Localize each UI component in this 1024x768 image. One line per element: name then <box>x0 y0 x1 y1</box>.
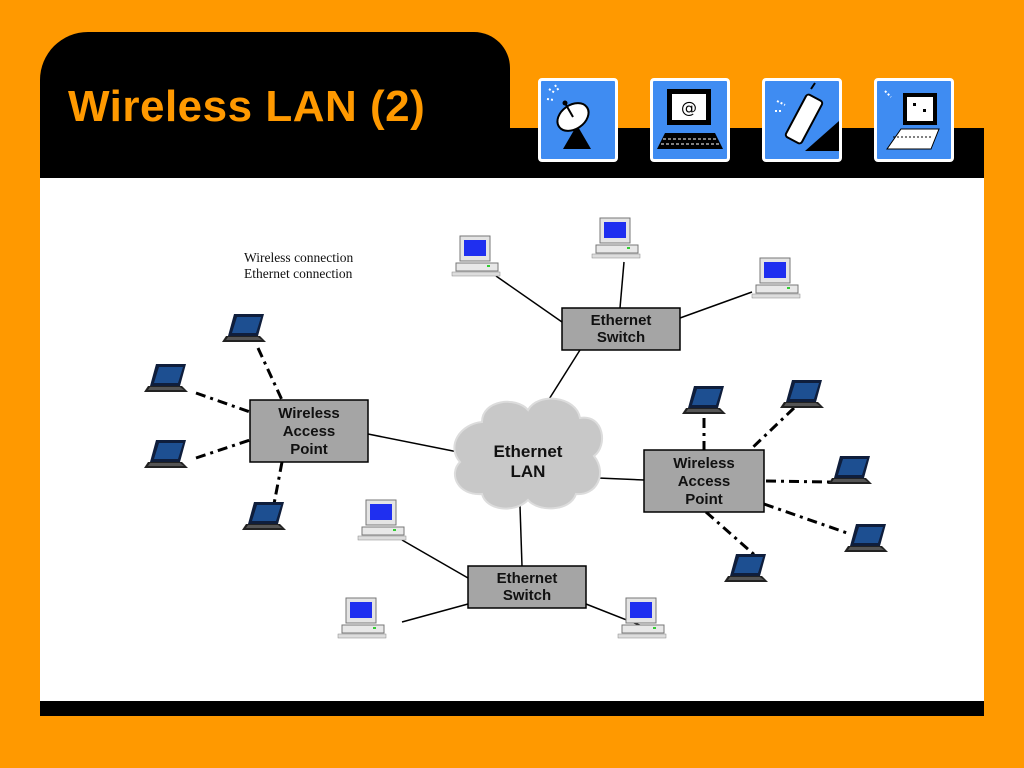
laptop-icon <box>780 380 824 408</box>
node-label: Ethernet <box>591 312 652 329</box>
node-switch-bottom: Ethernet Switch <box>467 565 587 609</box>
cloud-label-line-2: LAN <box>511 462 546 481</box>
satellite-dish-icon <box>538 78 618 162</box>
laptop-icon <box>844 524 888 552</box>
legend-wireless: Wireless connection <box>244 250 354 265</box>
desktop-computer-icon <box>337 597 387 639</box>
desktop-computer-icon <box>357 499 407 541</box>
laptop-icon <box>724 554 768 582</box>
mobile-phone-icon <box>762 78 842 162</box>
desktop-computer-icon <box>617 597 667 639</box>
node-label: Switch <box>503 587 551 604</box>
node-label: Ethernet <box>497 570 558 587</box>
laptop-icon <box>682 386 726 414</box>
laptop-icon <box>242 502 286 530</box>
slide-title: Wireless LAN (2) <box>68 82 426 131</box>
laptop-icon <box>828 456 872 484</box>
node-label: Point <box>685 491 723 508</box>
ethernet-lan-cloud: Ethernet LAN <box>453 397 603 510</box>
node-switch-top: Ethernet Switch <box>561 307 681 351</box>
svg-text:@: @ <box>681 98 697 117</box>
laptop-icon <box>144 440 188 468</box>
desktop-computer-icon <box>591 217 641 259</box>
node-label: Access <box>283 423 336 440</box>
node-label: Wireless <box>673 455 735 472</box>
desktop-computer-icon <box>451 235 501 277</box>
computer-email-icon: @ <box>650 78 730 162</box>
cloud-label-line-1: Ethernet <box>494 442 563 461</box>
node-ap-left: Wireless Access Point <box>249 399 369 463</box>
node-label: Point <box>290 441 328 458</box>
ethernet-connections <box>367 261 753 627</box>
legend-ethernet: Ethernet connection <box>244 266 353 281</box>
footer-bar <box>40 701 984 716</box>
node-ap-right: Wireless Access Point <box>643 449 765 513</box>
laptop-icon <box>222 314 266 342</box>
node-label: Switch <box>597 329 645 346</box>
handheld-device-icon <box>874 78 954 162</box>
desktop-computer-icon <box>751 257 801 299</box>
laptop-icon <box>144 364 188 392</box>
wireless-connections <box>195 347 851 560</box>
node-label: Wireless <box>278 405 340 422</box>
node-label: Access <box>678 473 731 490</box>
